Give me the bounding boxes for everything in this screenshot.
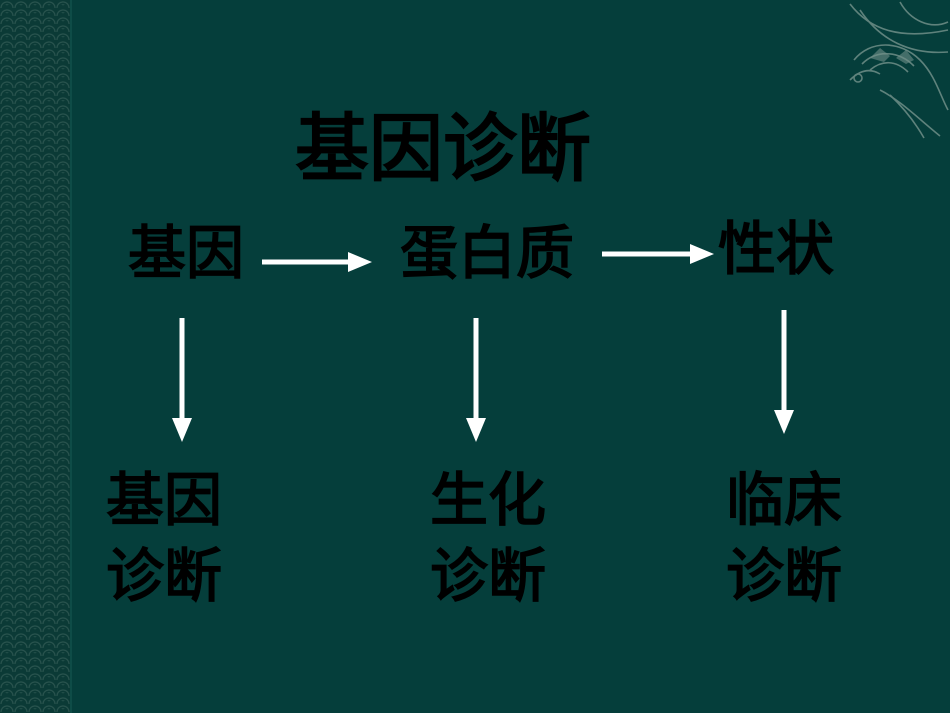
diagnosis-gene-line1: 基因 [106,466,223,534]
diagnosis-clinical: 临床 诊断 [726,462,842,614]
decorative-side-band [0,0,70,713]
diagnosis-biochemical: 生化 诊断 [430,462,546,614]
page-title: 基因诊断 [295,106,591,192]
diagnosis-gene-line2: 诊断 [106,542,223,610]
bird-ornament-icon [849,1,949,139]
diagnosis-biochemical-line2: 诊断 [430,542,547,610]
diagnosis-clinical-line1: 临床 [726,466,843,534]
arrow-gene-down [172,318,192,442]
diagnosis-gene: 基因 诊断 [106,462,222,614]
node-gene: 基因 [128,219,245,287]
side-band-edge [70,0,72,713]
arrow-trait-down [774,310,794,434]
arrow-protein-down [466,318,486,442]
node-protein: 蛋白质 [400,219,575,287]
arrow-gene-to-protein [262,252,372,272]
arrow-protein-to-trait [602,244,714,264]
diagnosis-biochemical-line1: 生化 [430,466,547,534]
diagnosis-clinical-line2: 诊断 [726,542,843,610]
node-trait: 性状 [718,215,835,283]
